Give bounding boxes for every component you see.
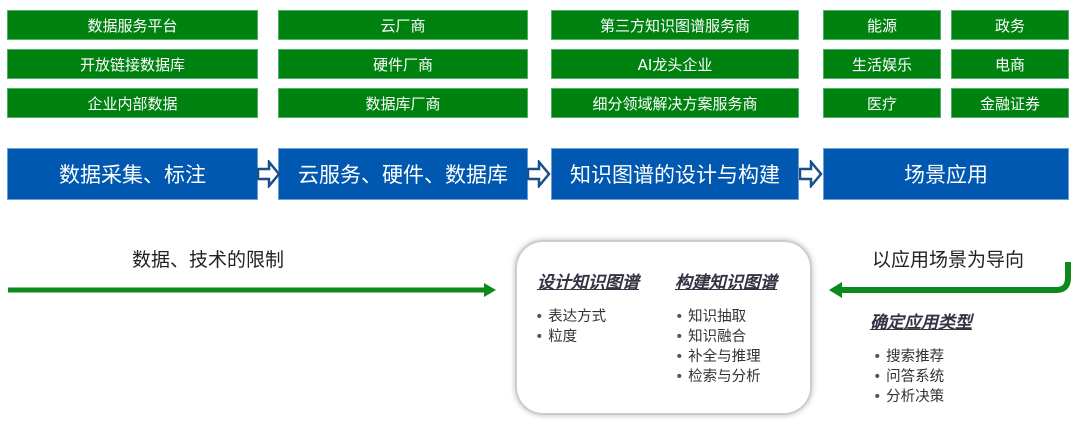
right-label: 以应用场景为导向 xyxy=(872,249,1025,271)
green-box: 医疗 xyxy=(823,88,941,118)
list-item: 问答系统 xyxy=(873,367,944,387)
green-box: 企业内部数据 xyxy=(7,88,258,118)
green-box: AI龙头企业 xyxy=(551,49,799,79)
list-item: 搜索推荐 xyxy=(873,347,944,367)
build-list: 知识抽取 知识融合 补全与推理 检索与分析 xyxy=(675,307,761,387)
green-box: 数据服务平台 xyxy=(7,10,258,40)
list-item: 知识抽取 xyxy=(675,307,761,327)
list-item: 检索与分析 xyxy=(675,367,761,387)
left-label: 数据、技术的限制 xyxy=(132,249,285,271)
stage-box: 数据采集、标注 xyxy=(7,148,258,200)
stage-box: 云服务、硬件、数据库 xyxy=(278,148,528,200)
list-item: 知识融合 xyxy=(675,327,761,347)
arrow-right-icon xyxy=(799,160,823,188)
green-box: 政务 xyxy=(951,10,1069,40)
knowledge-graph-panel xyxy=(515,240,812,415)
build-title: 构建知识图谱 xyxy=(675,273,777,293)
stage-box: 知识图谱的设计与构建 xyxy=(551,148,799,200)
green-box: 电商 xyxy=(951,49,1069,79)
green-box: 金融证券 xyxy=(951,88,1069,118)
design-list: 表达方式 粒度 xyxy=(535,307,606,347)
arrow-left-hook xyxy=(829,262,1071,298)
green-box: 云厂商 xyxy=(278,10,528,40)
list-item: 补全与推理 xyxy=(675,347,761,367)
green-box: 数据库厂商 xyxy=(278,88,528,118)
arrow-right-icon xyxy=(257,160,281,188)
green-box: 硬件厂商 xyxy=(278,49,528,79)
stage-box: 场景应用 xyxy=(823,148,1069,200)
apply-list: 搜索推荐 问答系统 分析决策 xyxy=(873,347,944,407)
green-box: 生活娱乐 xyxy=(823,49,941,79)
arrow-right-line xyxy=(8,283,496,297)
green-box: 开放链接数据库 xyxy=(7,49,258,79)
list-item: 表达方式 xyxy=(535,307,606,327)
list-item: 粒度 xyxy=(535,327,606,347)
list-item: 分析决策 xyxy=(873,387,944,407)
green-box: 能源 xyxy=(823,10,941,40)
design-title: 设计知识图谱 xyxy=(537,273,639,293)
apply-title: 确定应用类型 xyxy=(870,313,972,333)
green-box: 细分领域解决方案服务商 xyxy=(551,88,799,118)
green-box: 第三方知识图谱服务商 xyxy=(551,10,799,40)
arrow-right-icon xyxy=(527,160,551,188)
